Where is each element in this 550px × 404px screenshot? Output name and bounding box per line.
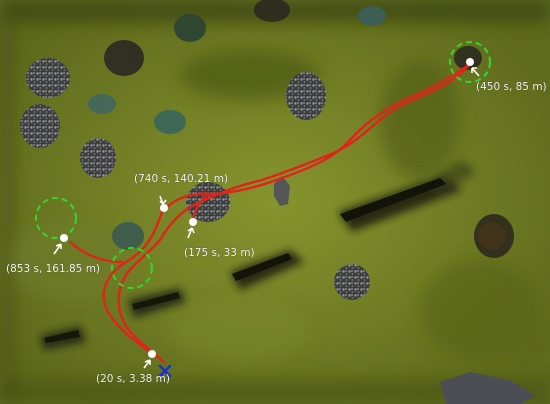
zone-circle xyxy=(35,197,77,239)
arrow-icon xyxy=(187,227,195,239)
waypoint-label: (450 s, 85 m) xyxy=(476,81,547,93)
zone-circle xyxy=(111,247,153,289)
rock xyxy=(274,176,290,206)
tree-green xyxy=(88,6,386,250)
tree-gray xyxy=(20,58,370,300)
waypoint-marker xyxy=(53,234,68,255)
trees xyxy=(20,0,514,300)
waypoint-label: (20 s, 3.38 m) xyxy=(96,373,170,385)
waypoint-labels: (450 s, 85 m) (740 s, 140.21 m) (175 s, … xyxy=(6,81,547,386)
rock xyxy=(440,372,536,404)
arrow-icon xyxy=(471,67,480,77)
zone-circles xyxy=(35,41,491,289)
tree-dark xyxy=(104,0,514,258)
waypoint-label: (853 s, 161.85 m) xyxy=(6,263,100,275)
arrow-icon xyxy=(53,243,62,255)
trajectory-return xyxy=(117,62,472,364)
rocks xyxy=(274,176,536,404)
waypoints xyxy=(53,58,480,369)
trench-shadows xyxy=(40,160,476,350)
start-x-icon xyxy=(158,364,172,378)
waypoint-marker xyxy=(159,195,168,212)
trajectory-outbound xyxy=(102,62,472,358)
waypoint-label: (740 s, 140.21 m) xyxy=(134,173,228,185)
arrow-icon xyxy=(143,359,151,369)
waypoint-label: (175 s, 33 m) xyxy=(184,247,255,259)
waypoint-marker xyxy=(466,58,480,77)
zone-circle xyxy=(449,41,491,83)
arrow-icon xyxy=(159,195,167,205)
waypoint-marker xyxy=(143,350,156,369)
waypoint-marker xyxy=(187,218,197,239)
